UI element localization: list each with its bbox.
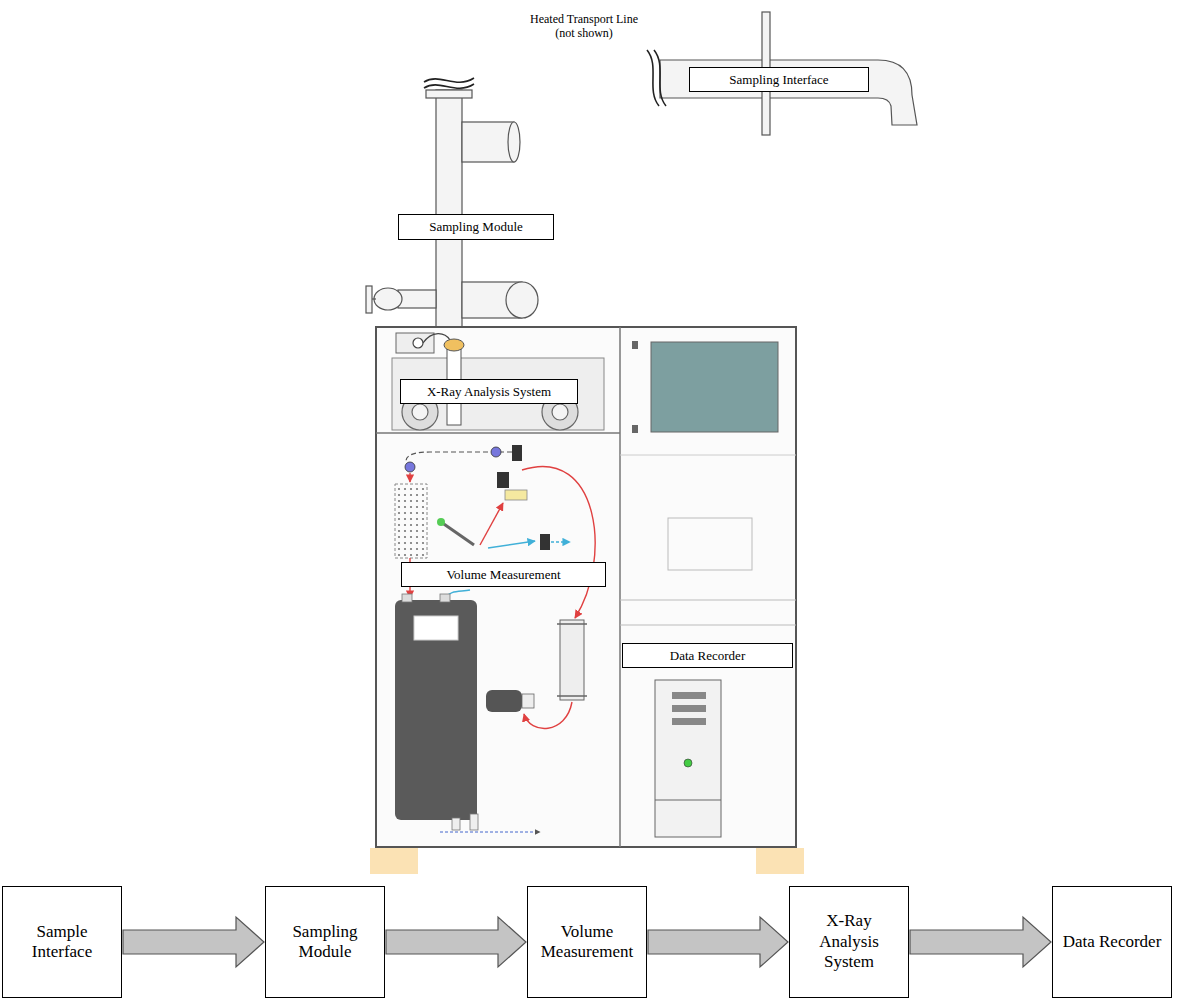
volume-plumbing-part [522, 694, 534, 708]
block-arrow [386, 917, 526, 967]
process-box: Sample Interface [2, 886, 122, 998]
node-text: Sampling Module [272, 922, 378, 963]
recorder-hardware-part [672, 705, 706, 712]
volume-plumbing-part [440, 832, 540, 833]
pipe-label: Heated Transport Line (not shown) [528, 12, 640, 41]
volume-plumbing-part [557, 623, 587, 625]
label-box: Volume Measurement [401, 562, 606, 587]
node-text: Data Recorder [1063, 932, 1162, 952]
sampling-pipe-part [424, 84, 474, 88]
recorder-hardware-part [632, 341, 638, 349]
xray-unit-part [444, 339, 464, 351]
recorder-hardware-part [655, 680, 721, 837]
cabinet-part [370, 848, 418, 874]
sampling-pipe-part [374, 288, 402, 310]
cabinet-part [376, 432, 620, 434]
node-text: Sample Interface [9, 922, 115, 963]
interface-pipe-part [660, 60, 917, 125]
recorder-hardware-part [632, 425, 638, 433]
node-text: Volume Measurement [534, 922, 640, 963]
volume-plumbing-part [395, 600, 477, 820]
cabinet [370, 327, 804, 874]
block-arrow [910, 917, 1051, 967]
label-box: Sampling Interface [689, 67, 869, 92]
node-text: Volume Measurement [446, 567, 560, 583]
volume-plumbing-part [395, 484, 427, 558]
recorder-hardware-part [672, 718, 706, 725]
volume-plumbing-part [512, 445, 522, 461]
process-box: X-Ray Analysis System [789, 886, 909, 998]
volume-plumbing-part [437, 518, 445, 526]
cabinet-part [376, 327, 796, 847]
interface-pipe-part [647, 50, 659, 106]
interface-pipe-part [654, 50, 666, 106]
xray-unit [392, 333, 604, 430]
volume-plumbing-part [551, 541, 570, 542]
volume-plumbing-part [488, 541, 535, 548]
sampling-pipe-part [508, 122, 520, 162]
volume-plumbing-part [470, 814, 478, 830]
label-box: X-Ray Analysis System [400, 379, 578, 404]
volume-plumbing [395, 445, 595, 832]
sampling-pipe-part [462, 122, 514, 162]
block-arrow [123, 917, 264, 967]
xray-unit-part [552, 404, 568, 420]
sampling-pipe-part [426, 90, 472, 98]
xray-unit-part [413, 338, 423, 348]
volume-plumbing-part [557, 695, 587, 697]
process-box: Sampling Module [265, 886, 385, 998]
sampling-pipe-part [398, 290, 436, 308]
sampling-pipe-part [372, 298, 376, 299]
volume-plumbing-part [414, 616, 458, 640]
volume-plumbing-part [491, 447, 501, 457]
cabinet-part [619, 327, 621, 847]
volume-plumbing-part [486, 690, 522, 712]
cabinet-part [756, 848, 804, 874]
label-box: Data Recorder [622, 643, 793, 668]
recorder-hardware-part [684, 759, 692, 767]
volume-plumbing-part [405, 462, 415, 472]
sampling-pipe-part [506, 282, 538, 318]
label-box: Sampling Module [398, 214, 554, 240]
volume-plumbing-part [452, 818, 460, 830]
recorder-hardware [632, 341, 778, 837]
volume-plumbing-part [560, 620, 584, 700]
volume-plumbing-part [441, 522, 474, 545]
sampling-pipe-part [424, 78, 474, 82]
xray-unit-part [392, 358, 604, 430]
volume-plumbing-part [409, 473, 410, 482]
volume-plumbing-part [497, 472, 509, 488]
node-text: X-Ray Analysis System [427, 384, 551, 400]
node-text: Sampling Module [429, 219, 523, 235]
volume-plumbing-part [540, 534, 550, 550]
xray-unit-part [412, 404, 428, 420]
volume-plumbing-part [480, 503, 503, 545]
sampling-pipe-part [366, 286, 372, 313]
node-text: X-Ray Analysis System [796, 911, 902, 972]
recorder-hardware-part [655, 800, 721, 801]
sampling-pipe [366, 78, 538, 345]
xray-unit-part [396, 333, 434, 353]
volume-plumbing-part [402, 594, 412, 602]
process-box: Data Recorder [1052, 886, 1172, 998]
volume-plumbing-part [505, 490, 527, 500]
process-box: Volume Measurement [527, 886, 647, 998]
node-text: Data Recorder [670, 648, 745, 664]
cabinet-part [620, 455, 796, 456]
cabinet-part [620, 600, 796, 601]
volume-plumbing-part [522, 466, 595, 618]
recorder-hardware-part [672, 692, 706, 699]
node-text: Sampling Interface [729, 72, 828, 88]
volume-plumbing-part [440, 594, 450, 602]
interface-pipe [647, 12, 917, 135]
recorder-hardware-part [651, 342, 778, 432]
cabinet-part [620, 625, 796, 626]
block-arrow [648, 917, 788, 967]
cabinet-part [668, 518, 752, 570]
